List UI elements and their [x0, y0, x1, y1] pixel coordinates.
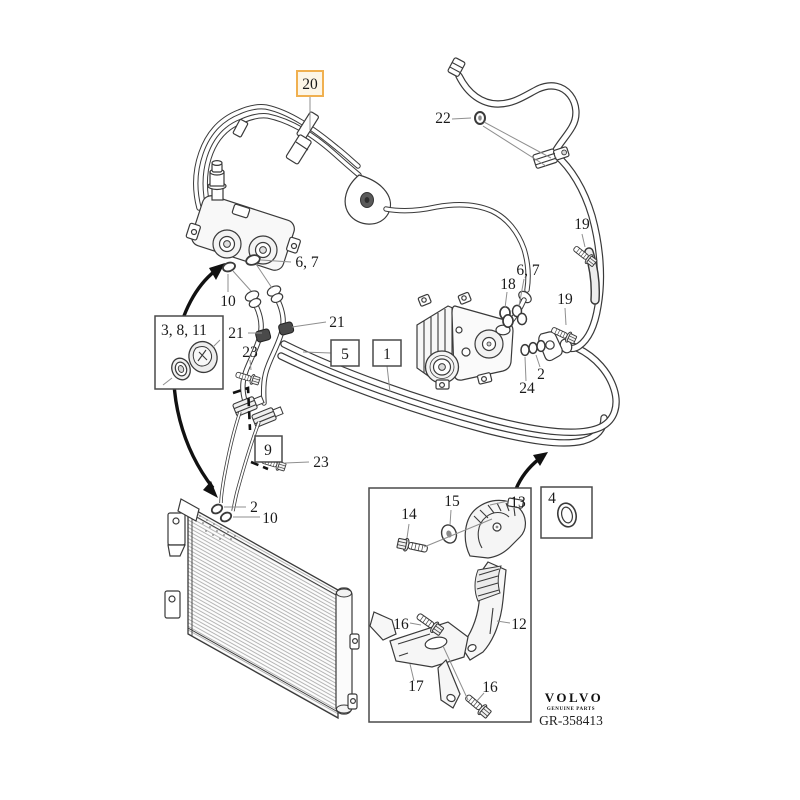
callout-24[interactable]: 24 — [519, 380, 535, 397]
callout-2-left[interactable]: 2 — [250, 499, 258, 516]
oring-24 — [520, 343, 530, 357]
evaporator-pipe-assembly — [193, 104, 532, 304]
oring-10 — [219, 511, 233, 523]
bracket-detail-box — [368, 487, 532, 723]
tube-fitting — [232, 395, 265, 417]
callout-14[interactable]: 14 — [401, 506, 417, 523]
callout-2-right[interactable]: 2 — [537, 366, 545, 383]
receiver-drier — [335, 587, 353, 715]
condenser-pipes — [210, 285, 295, 523]
bracket-13 — [464, 497, 526, 559]
bracket-17 — [369, 611, 469, 709]
callout-21-right[interactable]: 21 — [329, 314, 345, 331]
callout-18[interactable]: 18 — [500, 276, 516, 293]
callout-19-mid[interactable]: 19 — [557, 291, 573, 308]
callout-17[interactable]: 17 — [408, 678, 424, 695]
callout-13[interactable]: 13 — [510, 494, 526, 511]
valve-orings — [222, 254, 261, 273]
bracket-12 — [460, 561, 507, 661]
callout-5[interactable]: 5 — [341, 346, 349, 363]
callout-6-7-right[interactable]: 6, 7 — [516, 262, 540, 279]
callout-1[interactable]: 1 — [383, 346, 391, 363]
oring-10-top — [222, 261, 236, 273]
expansion-valve — [185, 160, 301, 271]
upper-right-hose-assembly — [447, 57, 605, 354]
volvo-logo: VOLVO — [545, 690, 603, 705]
callout-21-left[interactable]: 21 — [228, 325, 244, 342]
callout-9[interactable]: 9 — [264, 442, 272, 459]
callout-box-5[interactable] — [330, 339, 360, 367]
seal-2 — [210, 503, 224, 515]
callout-10-bottom[interactable]: 10 — [262, 510, 278, 527]
highlighted-callout-box-20[interactable] — [296, 70, 324, 97]
callout-19-top[interactable]: 19 — [574, 216, 590, 233]
callout-16-bottom[interactable]: 16 — [482, 679, 498, 696]
callout-6-7-left[interactable]: 6, 7 — [295, 254, 319, 271]
callout-23-bottom[interactable]: 23 — [313, 454, 329, 471]
callout-box-1[interactable] — [372, 339, 402, 367]
callout-4[interactable]: 4 — [548, 490, 556, 507]
washer-2 — [528, 341, 538, 355]
callout-10-top[interactable]: 10 — [220, 293, 236, 310]
curved-arrow-right — [514, 452, 548, 490]
genuine-parts-tagline: GENUINE PARTS — [547, 707, 595, 712]
callout-12[interactable]: 12 — [511, 616, 527, 633]
leader-lines — [224, 96, 586, 703]
callout-23-top[interactable]: 23 — [242, 344, 258, 361]
condenser-texture-dots — [199, 515, 236, 540]
oring-box-4 — [540, 486, 593, 539]
condenser — [164, 498, 360, 720]
orings-67-left — [245, 254, 261, 266]
service-port — [207, 160, 227, 201]
callout-15[interactable]: 15 — [444, 493, 460, 510]
callout-22[interactable]: 22 — [435, 110, 451, 127]
hose-clamp-20 — [285, 111, 319, 165]
dashed-locator-2 — [250, 460, 269, 471]
footer-logo: VOLVO GENUINE PARTS GR-358413 — [539, 690, 603, 728]
dashed-locator — [232, 386, 252, 431]
pipe-clamp-21-left — [255, 328, 272, 343]
compressor — [416, 291, 563, 390]
callout-16-top[interactable]: 16 — [393, 616, 409, 633]
callout-3-8-11[interactable]: 3, 8, 11 — [161, 322, 207, 339]
callout-20[interactable]: 20 — [302, 76, 318, 93]
grommet-group-box — [154, 315, 224, 390]
callout-box-9[interactable] — [254, 435, 283, 463]
drawing-number: GR-358413 — [539, 713, 603, 728]
